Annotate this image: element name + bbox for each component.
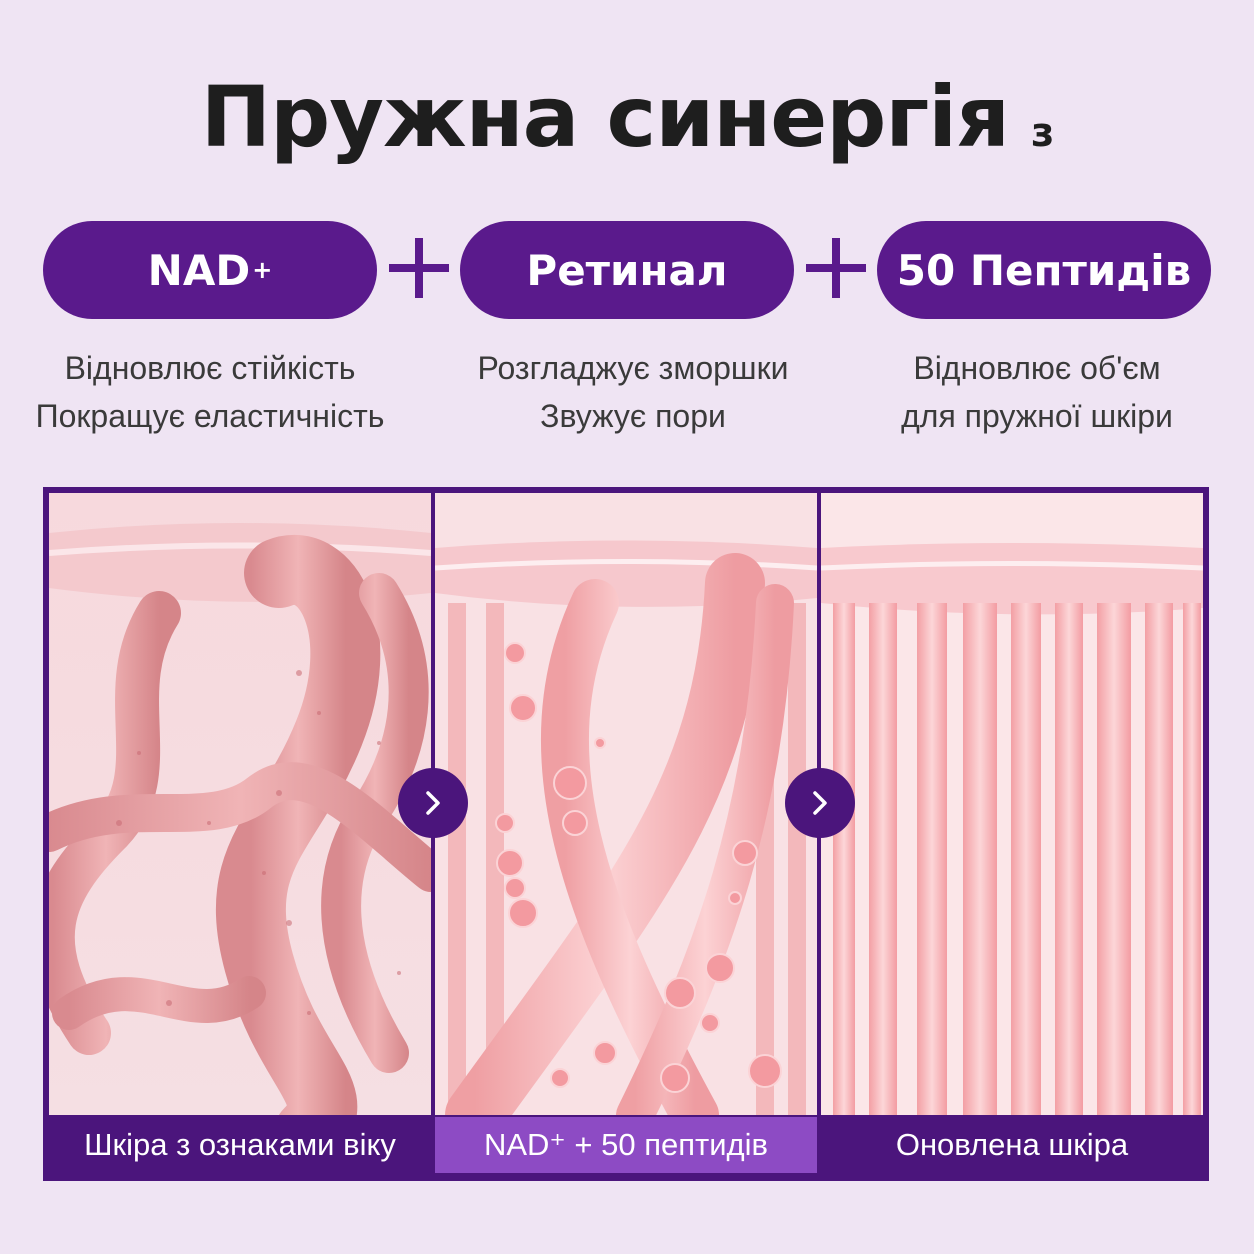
panel-caption-highlighted: NAD⁺ + 50 пептидів xyxy=(435,1117,817,1173)
plus-icon xyxy=(389,238,449,298)
panel-caption: Оновлена шкіра xyxy=(895,1127,1129,1162)
description-line: Відновлює об'єм xyxy=(913,350,1161,386)
ingredient-sup: + xyxy=(252,256,273,284)
ingredient-name: Ретинал xyxy=(526,245,728,295)
chevron-right-icon xyxy=(785,768,855,838)
title-main: Пружна синергія xyxy=(200,68,1010,166)
description-line: Звужує пори xyxy=(540,398,726,434)
panel-aged-skin-image xyxy=(49,493,431,1115)
panel-renewed-skin-image xyxy=(821,493,1203,1115)
tangled-collagen-illustration xyxy=(49,493,431,1115)
page-title: Пружна синергія з xyxy=(0,68,1254,166)
ingredient-description-nad: Відновлює стійкість Покращує еластичніст… xyxy=(0,344,420,440)
ingredient-name: 50 Пептидів xyxy=(896,245,1192,295)
title-suffix: з xyxy=(1030,110,1054,156)
chevron-right-icon xyxy=(398,768,468,838)
ingredient-description-retinal: Розгладжує зморшки Звужує пори xyxy=(423,344,843,440)
description-line: для пружної шкіри xyxy=(901,398,1173,434)
ingredient-description-peptides: Відновлює об'єм для пружної шкіри xyxy=(827,344,1247,440)
comparison-panels: Шкіра з ознаками віку NAD⁺ + 50 пептидів… xyxy=(43,487,1209,1181)
ingredient-pill-nad: NAD+ xyxy=(43,221,377,319)
panel-treatment-image xyxy=(435,493,817,1115)
plus-icon xyxy=(806,238,866,298)
description-line: Покращує еластичність xyxy=(35,398,385,434)
description-line: Відновлює стійкість xyxy=(64,350,356,386)
ingredient-pill-peptides: 50 Пептидів xyxy=(877,221,1211,319)
bubbles-collagen-illustration xyxy=(435,493,817,1115)
ingredient-name: NAD xyxy=(147,245,251,295)
panel-caption: Шкіра з ознаками віку xyxy=(84,1127,396,1162)
description-line: Розгладжує зморшки xyxy=(477,350,789,386)
ingredient-pill-retinal: Ретинал xyxy=(460,221,794,319)
straight-collagen-illustration xyxy=(821,493,1203,1115)
